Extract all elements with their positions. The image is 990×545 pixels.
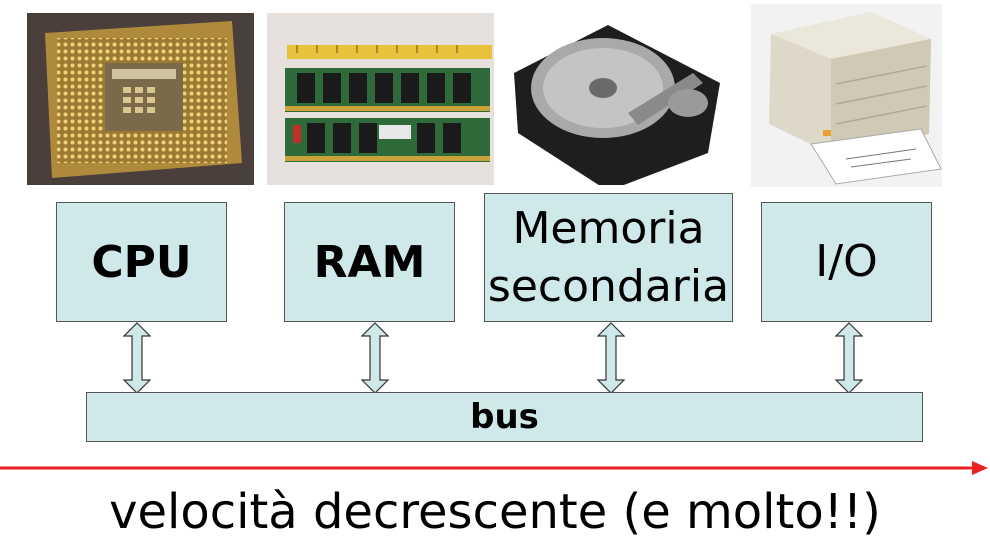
- speed-arrow: [0, 461, 988, 475]
- ram-box: RAM: [284, 202, 455, 322]
- ram-bus-arrow: [361, 322, 389, 394]
- ram-photo: [267, 13, 494, 185]
- bus-label: bus: [470, 397, 539, 437]
- cpu-label: CPU: [91, 236, 192, 288]
- speed-caption: velocità decrescente (e molto!!): [109, 484, 881, 540]
- io-box: I/O: [761, 202, 932, 322]
- cpu-bus-arrow: [123, 322, 151, 394]
- printer-photo: [751, 4, 942, 187]
- cpu-photo: [27, 13, 254, 185]
- secondary-memory-label-line1: Memoria: [512, 203, 705, 255]
- secondary-memory-box: Memoria secondaria: [484, 193, 733, 322]
- io-bus-arrow: [835, 322, 863, 394]
- cpu-box: CPU: [56, 202, 227, 322]
- ram-label: RAM: [313, 236, 426, 288]
- hard-disk-photo: [508, 13, 725, 185]
- secondary-memory-bus-arrow: [597, 322, 625, 394]
- io-label: I/O: [815, 236, 878, 288]
- bus-bar: bus: [86, 392, 923, 442]
- secondary-memory-label-line2: secondaria: [487, 260, 730, 312]
